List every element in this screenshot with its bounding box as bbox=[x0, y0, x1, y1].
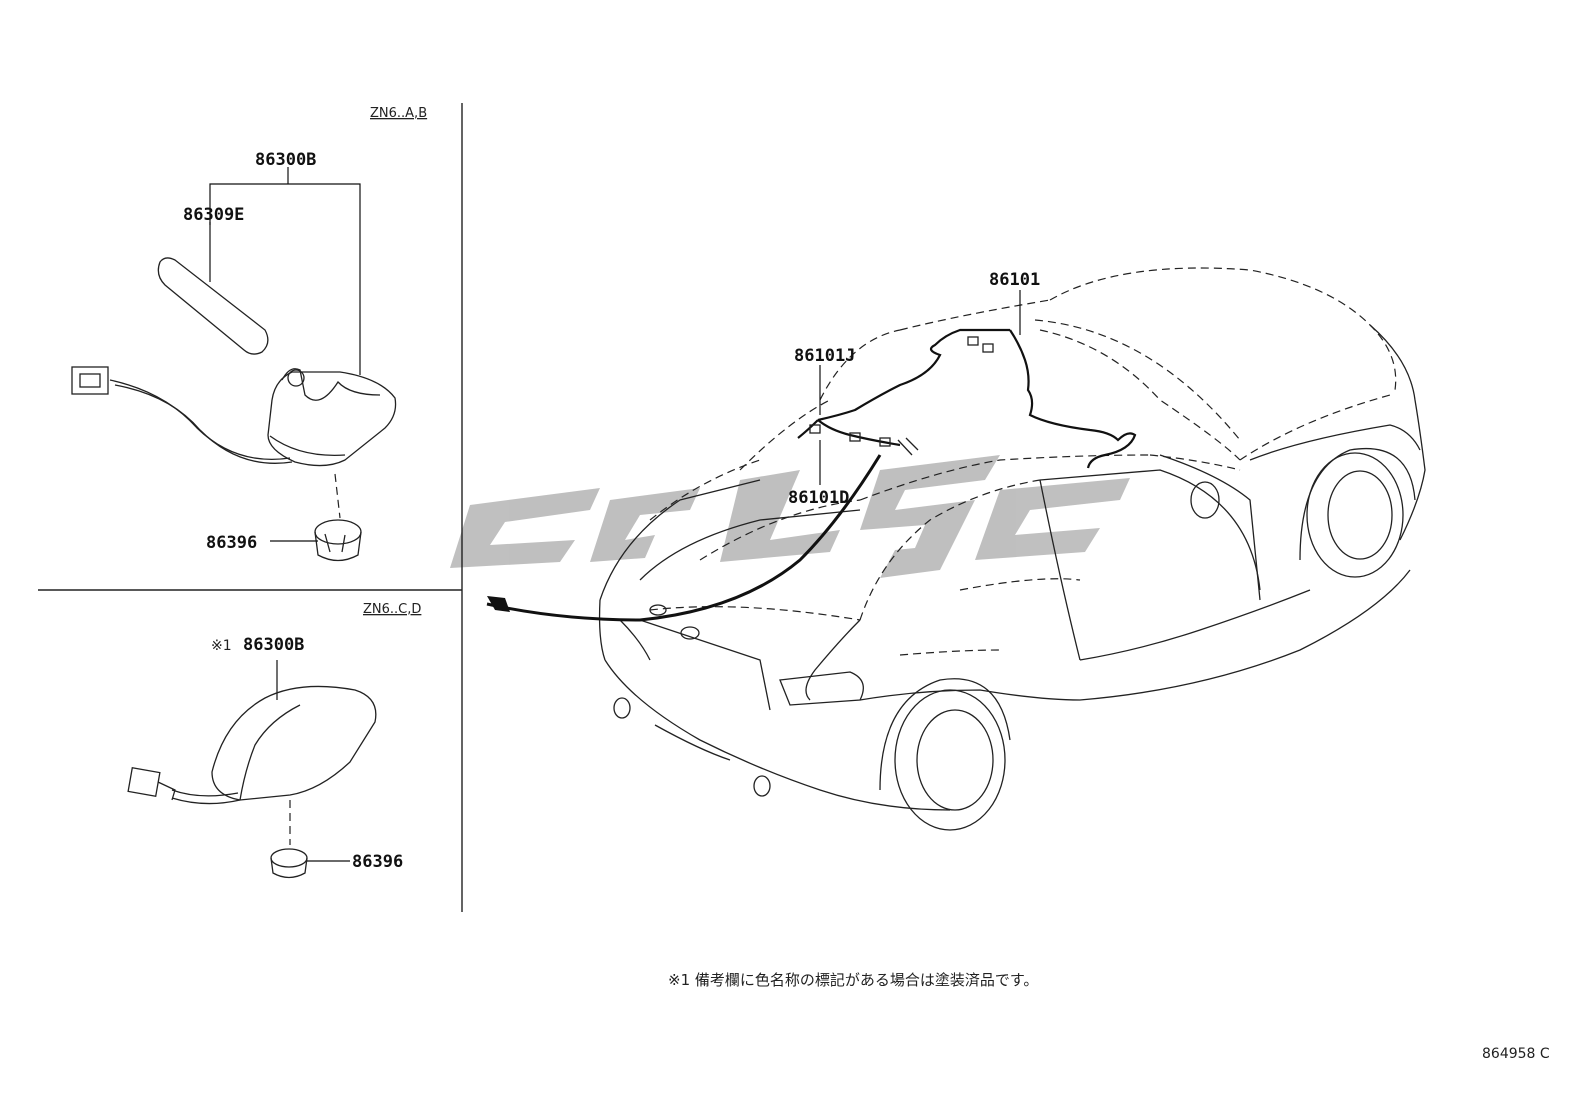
part-label-86300B-top: 86300B bbox=[255, 150, 316, 170]
diagram-code: 864958 C bbox=[1482, 1046, 1550, 1062]
reference-mark: ※1 bbox=[211, 638, 232, 654]
watermark-logo bbox=[450, 455, 1130, 578]
part-label-86396-top: 86396 bbox=[206, 533, 257, 553]
part-label-86396-bottom: 86396 bbox=[352, 852, 403, 872]
section-label-top: ZN6..A,B bbox=[370, 106, 427, 121]
part-label-86101D: 86101D bbox=[788, 488, 849, 508]
car-illustration bbox=[598, 267, 1426, 831]
part-label-86300B-bottom: 86300B bbox=[243, 635, 304, 655]
part-label-86101: 86101 bbox=[989, 270, 1040, 290]
part-label-86309E: 86309E bbox=[183, 205, 244, 225]
part-label-86101J: 86101J bbox=[794, 346, 855, 366]
wiring-harness bbox=[486, 328, 1137, 622]
antenna-assembly-bottom bbox=[127, 660, 377, 879]
section-label-bottom: ZN6..C,D bbox=[363, 602, 421, 617]
footnote: ※1 備考欄に色名称の標記がある場合は塗装済品です。 bbox=[668, 971, 1038, 989]
antenna-assembly-top bbox=[71, 167, 397, 562]
